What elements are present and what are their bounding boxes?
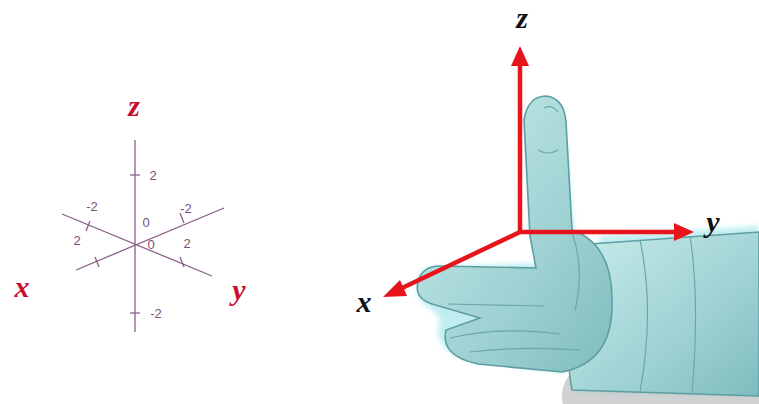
- red-axes: [383, 46, 694, 297]
- axis-label: y: [706, 207, 719, 237]
- tick-label: 2: [183, 237, 190, 250]
- axis-label: y: [232, 275, 245, 305]
- tick-label: 0: [142, 216, 149, 229]
- tick-label: 2: [73, 234, 80, 247]
- tick-label: -2: [86, 200, 98, 213]
- axis-label: z: [128, 91, 140, 121]
- tick-label: 0: [147, 238, 154, 251]
- hand-illustration: [417, 96, 759, 404]
- axis-label: x: [15, 272, 30, 302]
- axis-label: z: [516, 3, 528, 33]
- axes-3d: [62, 140, 224, 332]
- tick-label: -2: [180, 202, 192, 215]
- tick-label: -2: [150, 307, 162, 320]
- tick-label: 2: [149, 169, 156, 182]
- axis-label: x: [357, 287, 372, 317]
